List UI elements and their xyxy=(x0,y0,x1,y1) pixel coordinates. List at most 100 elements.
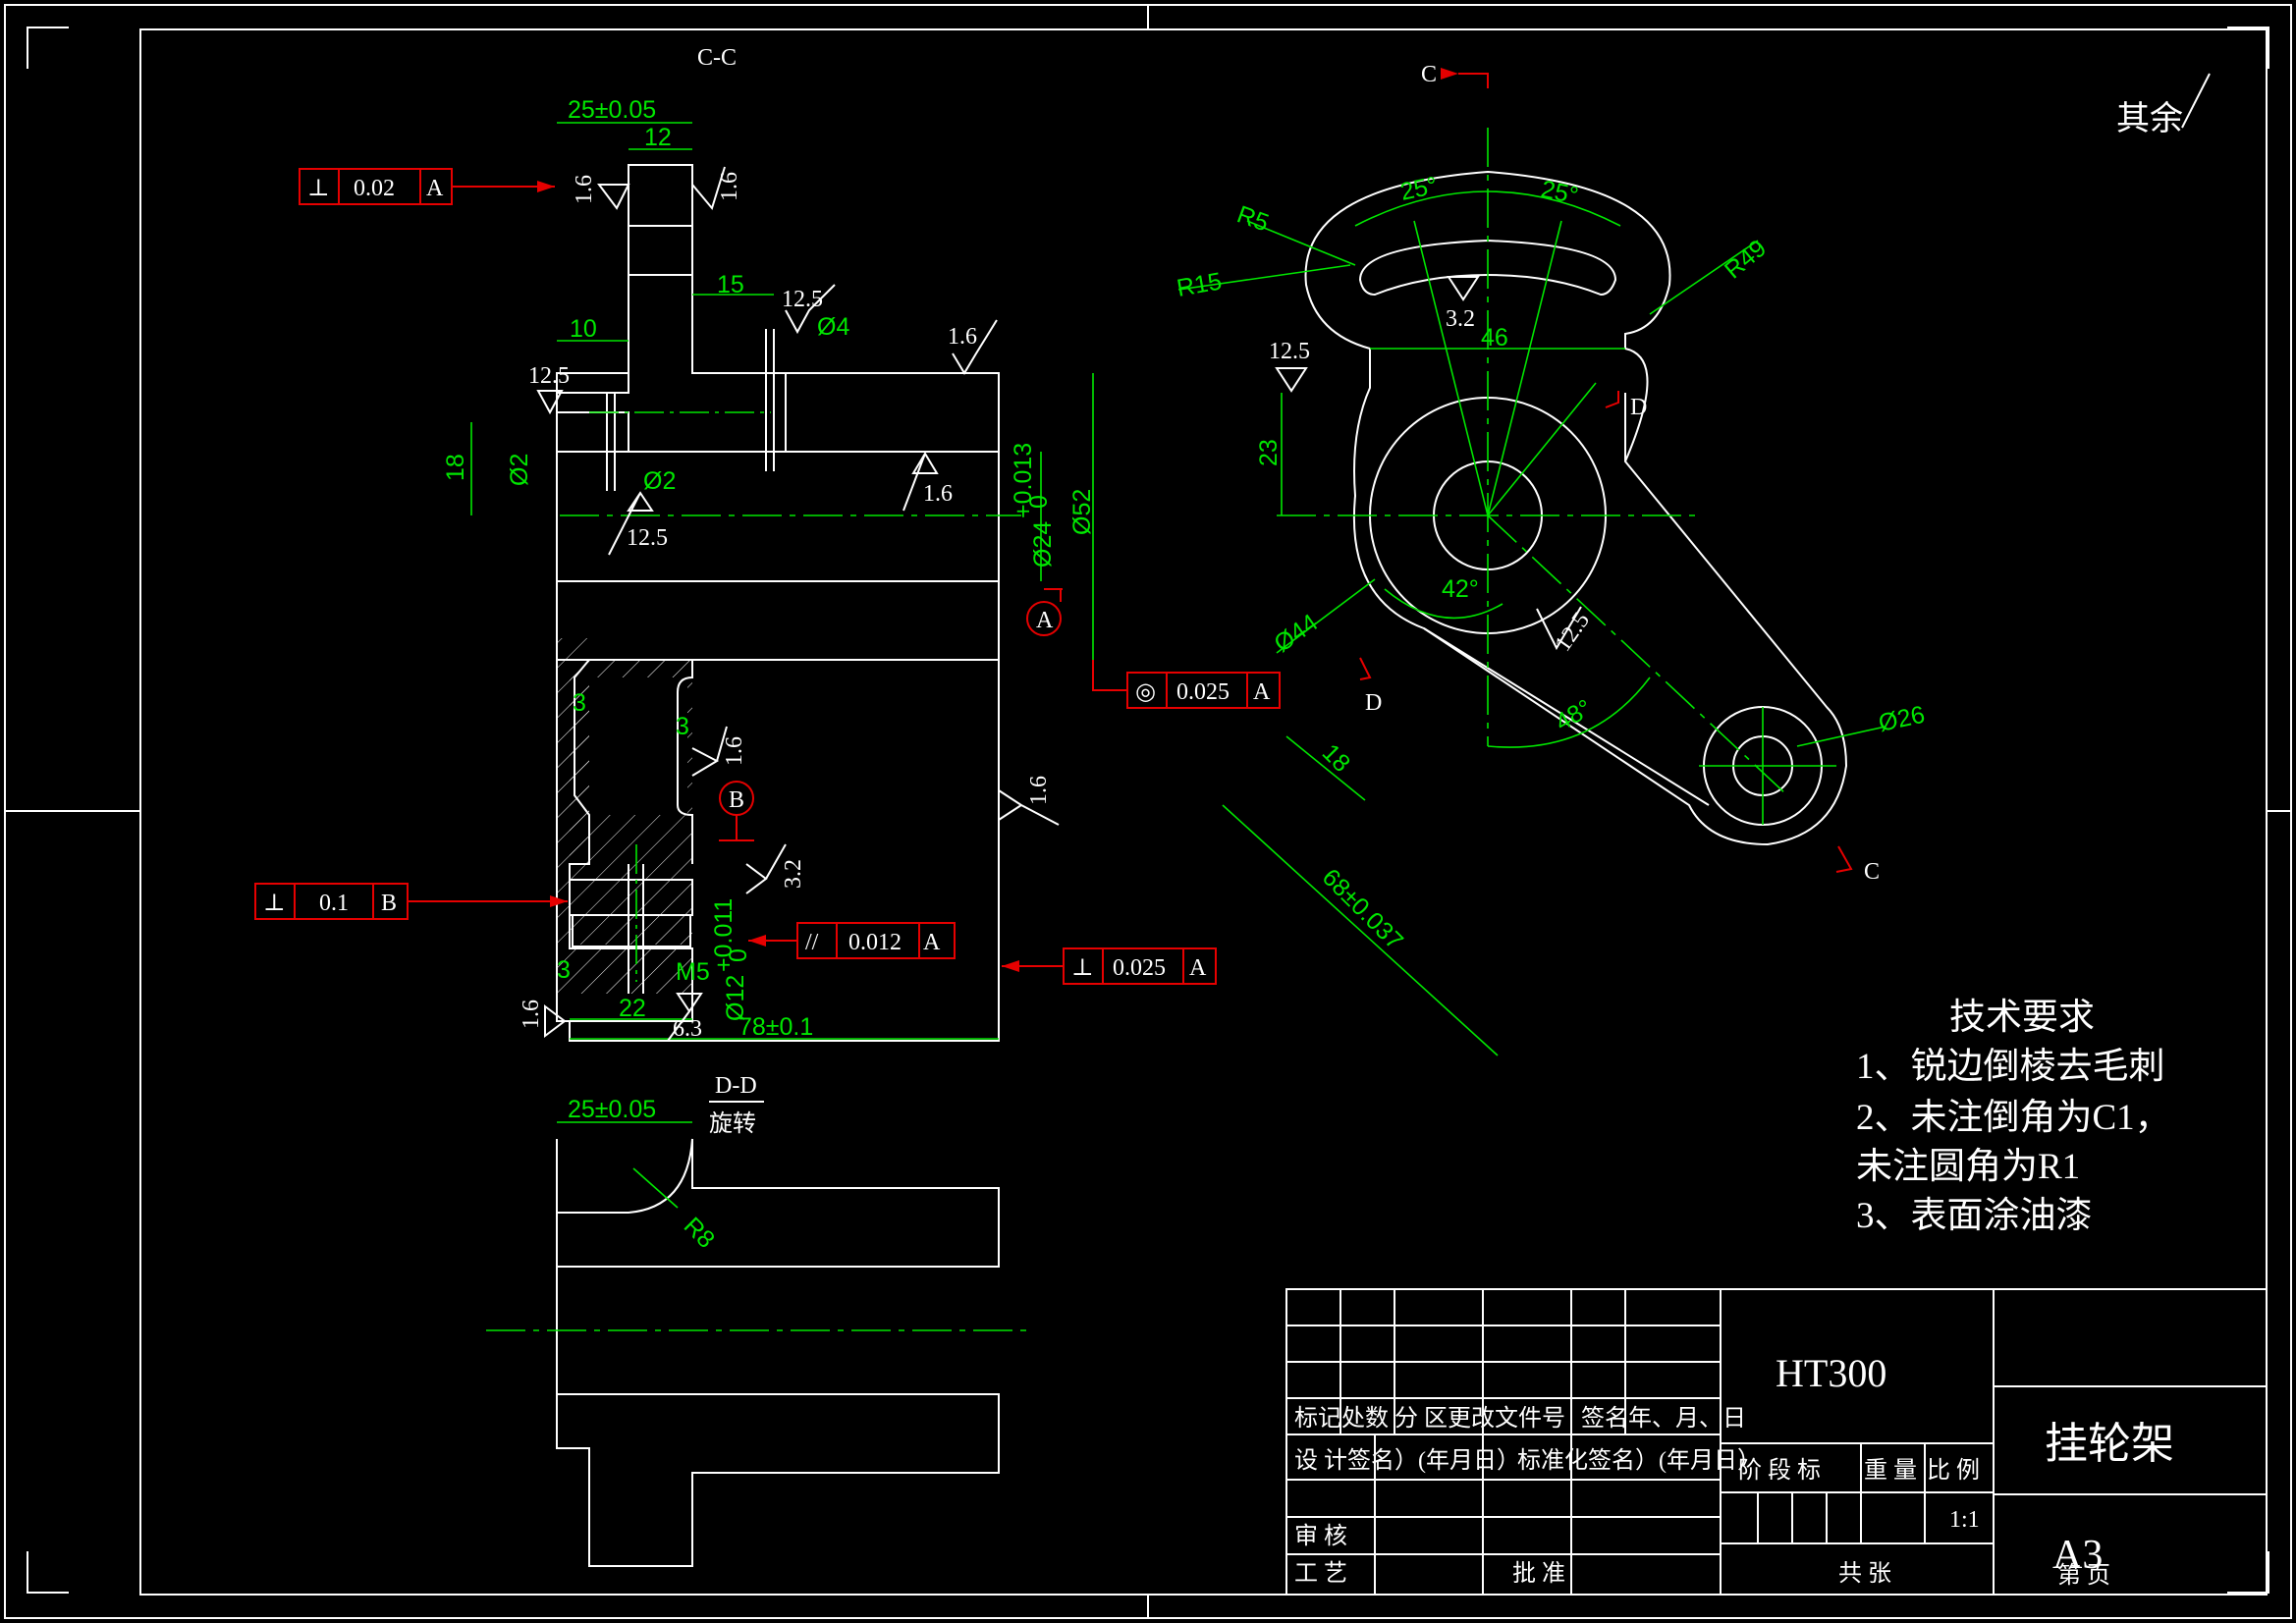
svg-text:0.025: 0.025 xyxy=(1176,679,1230,705)
tol-frame-3: ⊥ 0.1 B xyxy=(254,883,568,920)
title-block: HT300 挂轮架 A3 1:1 标记处数 分 区更改文件号 签名年、月、日 设… xyxy=(1285,1288,2268,1596)
title-row-sign-date: 签名年、月、日 xyxy=(1581,1405,1746,1432)
roughness-14: 12.5 xyxy=(1269,339,1310,364)
dim-cc-phi2b: Ø2 xyxy=(643,467,676,495)
roughness-10: 3.2 xyxy=(781,859,806,889)
roughness-9: 1.6 xyxy=(722,736,747,766)
dim-top-a42: 42° xyxy=(1442,575,1479,603)
dim-cc-phi12-lo: 0 xyxy=(725,948,752,962)
section-dd-view: D-D 旋转 25±0.05 R8 xyxy=(486,1073,1031,1567)
section-mark-c-top: C xyxy=(1421,62,1437,87)
tolerance-frames: ⊥ 0.02 A ◎ 0.025 A ⊥ 0.1 B // xyxy=(254,168,1281,985)
dim-cc-phi12-up: +0.011 xyxy=(710,898,738,972)
section-cc-label: C-C xyxy=(697,45,737,71)
section-dd-note: 旋转 xyxy=(709,1110,756,1137)
roughness-5: 1.6 xyxy=(948,324,977,350)
svg-text:A: A xyxy=(426,176,444,201)
dim-cc-22: 22 xyxy=(619,995,646,1022)
dim-top-phi26: Ø26 xyxy=(1876,701,1927,737)
dim-top-a25-right: 25° xyxy=(1539,175,1581,209)
section-mark-c-bottom: C xyxy=(1864,859,1880,885)
dim-cc-phi24: Ø24 xyxy=(1029,521,1057,568)
svg-text:⊥: ⊥ xyxy=(263,891,286,916)
svg-text:B: B xyxy=(381,891,397,916)
title-row-design: 设 计签名）(年月日） xyxy=(1294,1447,1520,1474)
roughness-3: 12.5 xyxy=(528,363,570,389)
title-row-review: 审 核 xyxy=(1294,1523,1347,1549)
dim-cc-phi12: Ø12 xyxy=(722,975,749,1021)
dim-cc-phi24-lo: 0 xyxy=(1025,495,1053,509)
svg-text:A: A xyxy=(1253,679,1271,705)
section-mark-d-left: D xyxy=(1365,690,1382,716)
roughness-1: 1.6 xyxy=(572,175,597,204)
svg-text:◎: ◎ xyxy=(1135,679,1156,705)
tol-frame-1: ⊥ 0.02 A xyxy=(299,168,555,205)
dim-cc-3a: 3 xyxy=(573,689,586,717)
dim-cc-3b: 3 xyxy=(676,713,689,740)
tech-requirements: 技术要求 1、锐边倒棱去毛刺 2、未注倒角为C1， 未注圆角为R1 3、表面涂油… xyxy=(1856,998,2171,1236)
datum-a: A xyxy=(1036,608,1054,633)
tech-req-item-2: 2、未注倒角为C1， xyxy=(1856,1097,2171,1138)
roughness-2: 1.6 xyxy=(717,172,742,201)
dim-cc-m5: M5 xyxy=(676,958,710,986)
dim-top-23: 23 xyxy=(1255,439,1283,466)
dim-cc-phi4: Ø4 xyxy=(817,313,849,341)
svg-text:0.012: 0.012 xyxy=(848,930,902,955)
dim-cc-12: 12 xyxy=(644,124,672,151)
svg-text:⊥: ⊥ xyxy=(307,176,330,201)
tech-req-item-3: 未注圆角为R1 xyxy=(1856,1146,2080,1187)
tol-frame-5: ⊥ 0.025 A xyxy=(1002,947,1217,985)
title-material: HT300 xyxy=(1776,1351,1886,1395)
dim-top-18: 18 xyxy=(1317,738,1355,777)
roughness-rest-label: 其余 xyxy=(2116,100,2183,137)
roughness-7: 12.5 xyxy=(627,525,668,551)
tech-req-item-1: 1、锐边倒棱去毛刺 xyxy=(1856,1047,2165,1087)
title-part-name: 挂轮架 xyxy=(2045,1420,2174,1468)
title-scale: 1:1 xyxy=(1949,1507,1980,1533)
top-view: 25° 25° R5 R15 R49 46 23 Ø44 42° 48° 18 … xyxy=(1175,62,1927,1056)
roughness-6: 1.6 xyxy=(923,481,953,507)
title-row-ratio: 比 例 xyxy=(1927,1457,1980,1484)
title-row-approve: 批 准 xyxy=(1512,1560,1565,1587)
dim-cc-78: 78±0.1 xyxy=(738,1013,813,1041)
dim-top-68: 68±0.037 xyxy=(1317,863,1408,954)
title-paper: A3 xyxy=(2052,1533,2103,1578)
dim-cc-10: 10 xyxy=(570,315,597,343)
sheet-frame xyxy=(4,4,2292,1619)
tol-frame-2: ◎ 0.025 A xyxy=(1092,660,1281,709)
title-row-stage: 阶 段 标 xyxy=(1738,1457,1821,1484)
dim-top-phi44: Ø44 xyxy=(1269,609,1323,658)
roughness-12: 6.3 xyxy=(673,1016,702,1042)
dim-top-r5: R5 xyxy=(1233,200,1273,237)
title-row-mark: 标记处数 分 区更改文件号 xyxy=(1294,1405,1565,1432)
dim-cc-18: 18 xyxy=(442,454,469,481)
dim-cc-25: 25±0.05 xyxy=(568,96,656,124)
svg-text:⊥: ⊥ xyxy=(1071,955,1094,981)
dim-cc-phi24-up: +0.013 xyxy=(1010,443,1037,518)
svg-text:A: A xyxy=(1189,955,1207,981)
datum-b: B xyxy=(729,787,744,813)
dim-cc-phi52: Ø52 xyxy=(1068,489,1096,535)
svg-text:0.1: 0.1 xyxy=(319,891,349,916)
tol-frame-4: // 0.012 A xyxy=(748,922,956,959)
dim-cc-3c: 3 xyxy=(557,956,571,984)
dim-top-46: 46 xyxy=(1481,324,1508,352)
dim-dd-r8: R8 xyxy=(679,1212,720,1253)
title-row-total: 共 张 xyxy=(1838,1560,1891,1587)
tech-req-title: 技术要求 xyxy=(1949,998,2095,1038)
title-row-weight: 重 量 xyxy=(1864,1457,1917,1484)
dim-cc-phi2a: Ø2 xyxy=(506,454,533,486)
roughness-11: 1.6 xyxy=(519,1000,544,1029)
title-row-std: 标准化签名）(年月日） xyxy=(1517,1447,1761,1474)
section-cc-view: C-C xyxy=(442,45,1096,1042)
roughness-13: 3.2 xyxy=(1446,306,1475,332)
svg-text:0.025: 0.025 xyxy=(1113,955,1166,981)
roughness-4: 12.5 xyxy=(782,287,823,312)
dim-dd-25: 25±0.05 xyxy=(568,1096,656,1123)
section-dd-label: D-D xyxy=(715,1073,757,1099)
title-row-process: 工 艺 xyxy=(1294,1560,1347,1587)
section-mark-d-right: D xyxy=(1630,395,1647,420)
dim-top-r49: R49 xyxy=(1720,235,1772,285)
svg-text://: // xyxy=(805,930,819,955)
